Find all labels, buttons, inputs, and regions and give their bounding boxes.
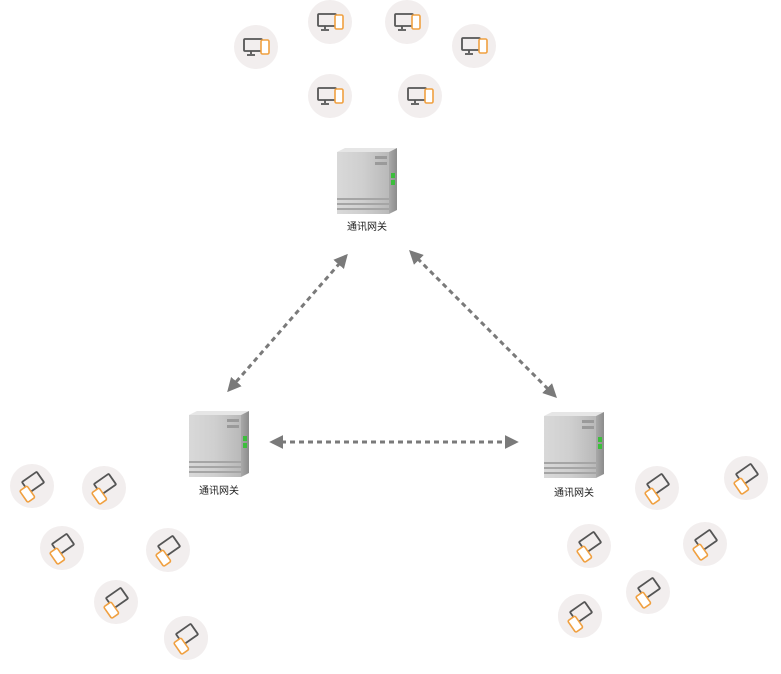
device-circle <box>10 464 54 508</box>
pad-phone-icon <box>91 473 117 505</box>
device-circle <box>683 522 727 566</box>
device-circle <box>635 466 679 510</box>
gateway-left: 通讯网关 <box>189 411 249 497</box>
monitor-phone-icon <box>394 13 421 31</box>
pad-phone-icon <box>576 531 602 563</box>
pad-phone-icon <box>173 623 199 655</box>
client-device-left <box>94 580 138 624</box>
client-device-left <box>82 466 126 510</box>
device-circle <box>558 594 602 638</box>
device-circle <box>626 570 670 614</box>
client-device-left <box>10 464 54 508</box>
monitor-phone-icon <box>243 38 270 56</box>
device-circle <box>234 25 278 69</box>
device-circle <box>94 580 138 624</box>
client-devices <box>10 0 768 660</box>
pad-phone-icon <box>49 533 75 565</box>
device-circle <box>452 24 496 68</box>
device-circle <box>40 526 84 570</box>
pad-phone-icon <box>692 529 718 561</box>
device-circle <box>308 74 352 118</box>
link-top-right <box>409 250 557 398</box>
device-circle <box>146 528 190 572</box>
gateway-label: 通讯网关 <box>554 486 594 499</box>
link-top-left <box>227 253 348 393</box>
client-device-left <box>146 528 190 572</box>
server-icon <box>544 412 604 478</box>
client-device-right <box>724 456 768 500</box>
client-device-left <box>164 616 208 660</box>
links <box>227 250 557 449</box>
client-device-top <box>385 0 429 44</box>
client-device-top <box>308 0 352 44</box>
gateway-right: 通讯网关 <box>544 412 604 499</box>
device-circle <box>724 456 768 500</box>
client-device-right <box>567 524 611 568</box>
pad-phone-icon <box>155 535 181 567</box>
client-device-top <box>398 74 442 118</box>
device-circle <box>567 524 611 568</box>
client-device-right <box>683 522 727 566</box>
client-device-right <box>626 570 670 614</box>
device-circle <box>308 0 352 44</box>
device-circle <box>398 74 442 118</box>
pad-phone-icon <box>567 601 593 633</box>
gateway-label: 通讯网关 <box>199 484 239 497</box>
client-device-top <box>234 25 278 69</box>
client-device-right <box>558 594 602 638</box>
gateway-label: 通讯网关 <box>347 220 387 233</box>
pad-phone-icon <box>635 577 661 609</box>
device-circle <box>164 616 208 660</box>
client-device-right <box>635 466 679 510</box>
pad-phone-icon <box>19 471 45 503</box>
device-circle <box>82 466 126 510</box>
monitor-phone-icon <box>317 13 344 31</box>
monitor-phone-icon <box>317 87 344 105</box>
client-device-left <box>40 526 84 570</box>
gateway-top: 通讯网关 <box>337 148 397 233</box>
pad-phone-icon <box>644 473 670 505</box>
pad-phone-icon <box>103 587 129 619</box>
pad-phone-icon <box>733 463 759 495</box>
client-device-top <box>452 24 496 68</box>
server-icon <box>337 148 397 214</box>
device-circle <box>385 0 429 44</box>
client-device-top <box>308 74 352 118</box>
server-icon <box>189 411 249 477</box>
monitor-phone-icon <box>407 87 434 105</box>
monitor-phone-icon <box>461 37 488 55</box>
